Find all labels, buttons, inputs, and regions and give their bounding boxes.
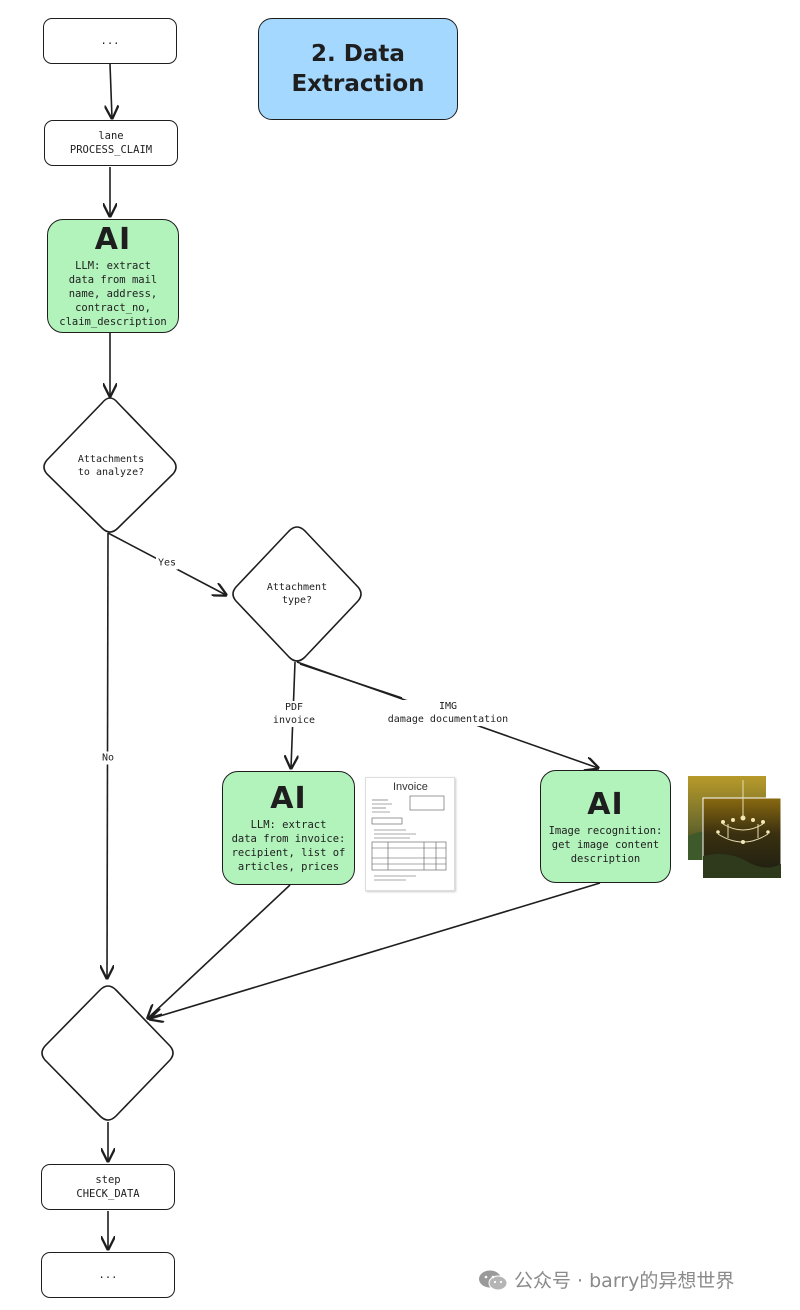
invoice-thumbnail: Invoice bbox=[365, 777, 455, 891]
lane-node[interactable]: lane PROCESS_CLAIM bbox=[44, 120, 178, 166]
start-node-label: ... bbox=[100, 35, 120, 47]
diamond-attachments bbox=[43, 397, 177, 533]
attachment-type-label: Attachment type? bbox=[267, 581, 327, 607]
edge-start-lane bbox=[110, 63, 112, 118]
llm-mail-line: LLM: extract bbox=[75, 260, 151, 272]
invoice-document-icon bbox=[371, 795, 447, 881]
llm-invoice-line: LLM: extract bbox=[250, 819, 327, 831]
llm-invoice-node[interactable]: AI LLM: extract data from invoice: recip… bbox=[222, 771, 355, 885]
section-title-line2: Extraction bbox=[291, 71, 425, 97]
llm-mail-node[interactable]: AI LLM: extract data from mail name, add… bbox=[47, 219, 179, 333]
end-node-label: ... bbox=[98, 1269, 118, 1281]
step-node-line1: step bbox=[95, 1174, 121, 1186]
edge-label-img-line2: damage documentation bbox=[387, 714, 509, 725]
attachments-decision-label: Attachments to analyze? bbox=[78, 453, 144, 479]
attachments-decision-line: to analyze? bbox=[77, 467, 145, 478]
edge-invoice-merge bbox=[148, 884, 291, 1018]
llm-mail-line: name, address, bbox=[68, 288, 158, 300]
diamond-merge bbox=[41, 985, 174, 1121]
image-recognition-line: get image content bbox=[551, 838, 660, 851]
ai-icon: AI bbox=[270, 781, 307, 816]
ai-icon: AI bbox=[587, 786, 624, 822]
invoice-thumbnail-title: Invoice bbox=[393, 781, 428, 793]
llm-invoice-line: articles, prices bbox=[237, 861, 340, 873]
watermark: 公众号 · barry的异想世界 bbox=[478, 1266, 734, 1293]
section-title: 2. Data Extraction bbox=[258, 18, 458, 120]
start-node[interactable]: ... bbox=[43, 18, 177, 64]
edge-label-img-line1: IMG bbox=[438, 701, 458, 712]
attachment-type-line: type? bbox=[281, 595, 313, 606]
ai-icon: AI bbox=[94, 222, 132, 257]
llm-invoice-line: data from invoice: bbox=[231, 833, 346, 845]
lane-node-line2: PROCESS_CLAIM bbox=[69, 144, 153, 156]
llm-mail-line: contract_no, bbox=[75, 302, 151, 314]
attachments-decision-line: Attachments bbox=[77, 454, 145, 465]
attachment-type-line: Attachment bbox=[266, 582, 328, 593]
image-recognition-node[interactable]: AI Image recognition: get image content … bbox=[540, 770, 671, 883]
diamond-attachment-type bbox=[232, 526, 362, 662]
edge-image-merge bbox=[150, 882, 601, 1019]
step-node-line2: CHECK_DATA bbox=[76, 1188, 140, 1200]
edge-label-img: IMG damage documentation bbox=[385, 700, 511, 726]
edge-label-pdf-line2: invoice bbox=[272, 715, 316, 726]
llm-mail-line: claim_description bbox=[59, 316, 167, 328]
watermark-text: 公众号 · barry的异想世界 bbox=[514, 1270, 735, 1292]
wechat-icon bbox=[479, 1270, 508, 1290]
image-recognition-line: Image recognition: bbox=[548, 824, 663, 837]
section-title-line1: 2. Data bbox=[311, 41, 405, 67]
edge-label-yes: Yes bbox=[155, 556, 179, 570]
edge-label-no: No bbox=[99, 751, 117, 765]
lane-node-line1: lane bbox=[98, 130, 124, 142]
end-node[interactable]: ... bbox=[41, 1252, 175, 1298]
llm-invoice-line: recipient, list of bbox=[231, 847, 346, 859]
llm-mail-line: data from mail bbox=[68, 274, 158, 286]
edge-label-pdf-line1: PDF bbox=[284, 702, 304, 713]
step-node[interactable]: step CHECK_DATA bbox=[41, 1164, 175, 1210]
edge-label-pdf: PDF invoice bbox=[270, 701, 318, 727]
damage-photo-thumbnails bbox=[688, 776, 782, 879]
image-recognition-line: description bbox=[570, 852, 641, 865]
